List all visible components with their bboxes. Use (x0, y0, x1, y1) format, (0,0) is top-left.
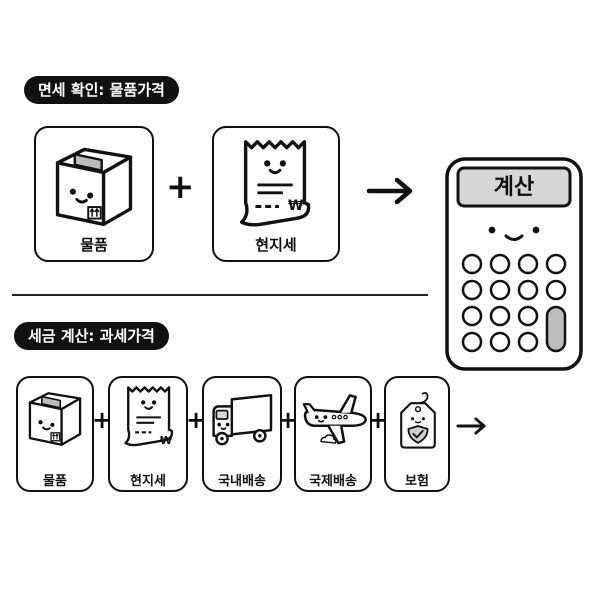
section1-title: 면세 확인: 물품가격 (24, 76, 179, 104)
item-card-goods-2: 물품 (16, 376, 94, 492)
shield-tag-icon (388, 382, 448, 458)
calculator-display-text: 계산 (493, 175, 535, 200)
receipt-currency: ₩ (288, 198, 304, 214)
calculator: 계산 (444, 156, 584, 372)
plus-operator: + (368, 406, 389, 434)
item-card-international-shipping: 국제배송 (294, 376, 372, 492)
item-label-insurance: 보험 (405, 474, 429, 489)
item-label-goods-2: 물품 (43, 474, 67, 489)
receipt-icon (116, 382, 184, 450)
item-label-local-tax-2: 현지세 (130, 474, 166, 489)
box-icon (46, 136, 142, 232)
plus-operator: + (92, 406, 113, 434)
truck-icon (208, 384, 278, 454)
section-divider (12, 294, 428, 296)
item-label-domestic-shipping: 국내배송 (218, 474, 266, 489)
item-card-local-tax-2: ₩ 현지세 (108, 376, 188, 492)
plus-operator: + (278, 406, 299, 434)
item-label-goods: 물품 (80, 236, 108, 254)
section2-title: 세금 계산: 과세가격 (14, 322, 169, 350)
item-card-goods: 물품 (34, 126, 154, 262)
receipt-currency-2: ₩ (160, 434, 173, 447)
item-card-local-tax: ₩ 현지세 (212, 126, 340, 262)
item-label-international-shipping: 국제배송 (309, 474, 357, 489)
arrow-icon (366, 176, 416, 206)
plus-operator: + (166, 167, 195, 207)
box-icon (22, 384, 88, 450)
receipt-icon (228, 134, 326, 232)
plus-operator: + (186, 406, 207, 434)
calculator-icon (445, 157, 583, 371)
item-card-domestic-shipping: 국내배송 (202, 376, 282, 492)
airplane-icon (298, 384, 370, 456)
item-card-insurance: 보험 (384, 376, 450, 492)
item-label-local-tax: 현지세 (255, 236, 297, 254)
arrow-icon (456, 416, 488, 436)
